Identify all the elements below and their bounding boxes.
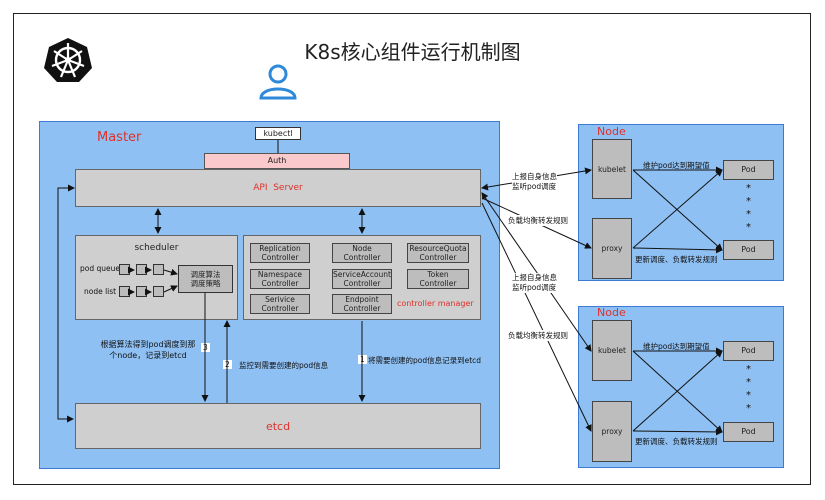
pod-queue-slot xyxy=(136,264,147,275)
step-1-text: 将需要创建的pod信息记录到etcd xyxy=(368,356,482,365)
lb-label-1: 负载均衡转发规则 xyxy=(508,215,568,226)
pod-ellipsis-2: * xyxy=(746,390,751,401)
pod-box-1a: Pod xyxy=(723,160,774,180)
proxy-box-1: proxy xyxy=(592,218,632,279)
scheduling-policy-box: 调度算法 调度策略 xyxy=(178,265,233,293)
replication-controller: Replication Controller xyxy=(250,243,310,263)
auth-box: Auth xyxy=(204,153,350,169)
node-list-slot xyxy=(119,286,130,297)
scheduler-note: 根据算法得到pod调度到那 个node，记录到etcd xyxy=(100,340,196,360)
scheduler-label: scheduler xyxy=(134,243,179,253)
etcd-box: etcd xyxy=(75,403,481,449)
step-3-number: 3 xyxy=(201,343,210,352)
step-2-number: 2 xyxy=(223,360,232,369)
kubernetes-logo-icon xyxy=(43,37,93,83)
proxy-box-2: proxy xyxy=(592,401,632,462)
resourcequota-controller: ResourceQuota Controller xyxy=(407,243,469,263)
kubelet-note-2: 维护pod达到期望值 xyxy=(643,342,710,351)
node-controller: Node Controller xyxy=(332,243,392,263)
diagram-title: K8s核心组件运行机制图 xyxy=(304,40,521,64)
report-label-2: 上报自身信息 监听pod调度 xyxy=(512,273,557,293)
pod-queue-slot xyxy=(153,264,164,275)
proxy-note-2: 更新调度、负载转发规则 xyxy=(635,437,718,446)
pod-ellipsis-1: * xyxy=(746,209,751,220)
pod-ellipsis-2: * xyxy=(746,403,751,414)
api-server-box: API Server xyxy=(75,169,481,207)
pod-ellipsis-1: * xyxy=(746,183,751,194)
kubectl-box: kubectl xyxy=(255,127,301,140)
namespace-controller: Namespace Controller xyxy=(250,269,310,289)
proxy-note-1: 更新调度、负载转发规则 xyxy=(635,255,718,264)
pod-box-1b: Pod xyxy=(723,240,774,260)
controller-manager-label: controller manager xyxy=(397,299,474,308)
pod-ellipsis-1: * xyxy=(746,222,751,233)
pod-queue-label: pod queue xyxy=(80,264,120,273)
node-list-label: node list xyxy=(84,287,117,296)
step-2-text: 监控到需要创建的pod信息 xyxy=(239,361,329,370)
master-label: Master xyxy=(97,130,142,145)
step-1-number: 1 xyxy=(358,355,367,364)
kubelet-box-2: kubelet xyxy=(592,320,632,381)
pod-ellipsis-2: * xyxy=(746,364,751,375)
pod-box-2a: Pod xyxy=(723,341,774,361)
node-label-1: Node xyxy=(597,125,626,138)
token-controller: Token Controller xyxy=(407,269,469,289)
endpoint-controller: Endpoint Controller xyxy=(332,294,392,314)
node-list-slot xyxy=(153,286,164,297)
pod-ellipsis-1: * xyxy=(746,196,751,207)
pod-ellipsis-2: * xyxy=(746,377,751,388)
kubelet-note-1: 维护pod达到期望值 xyxy=(643,161,710,170)
lb-label-2: 负载均衡转发规则 xyxy=(508,330,568,341)
pod-queue-slot xyxy=(119,264,130,275)
node-label-2: Node xyxy=(597,306,626,319)
serviceaccount-controller: ServiceAccount Controller xyxy=(332,269,392,289)
user-icon xyxy=(258,64,298,100)
report-label-1: 上报自身信息 监听pod调度 xyxy=(512,172,557,192)
service-controller: Serivice Controller xyxy=(250,294,310,314)
etcd-label: etcd xyxy=(265,419,291,433)
pod-box-2b: Pod xyxy=(723,422,774,442)
api-server-label: API Server xyxy=(253,183,303,193)
node-list-slot xyxy=(136,286,147,297)
kubelet-box-1: kubelet xyxy=(592,139,632,199)
